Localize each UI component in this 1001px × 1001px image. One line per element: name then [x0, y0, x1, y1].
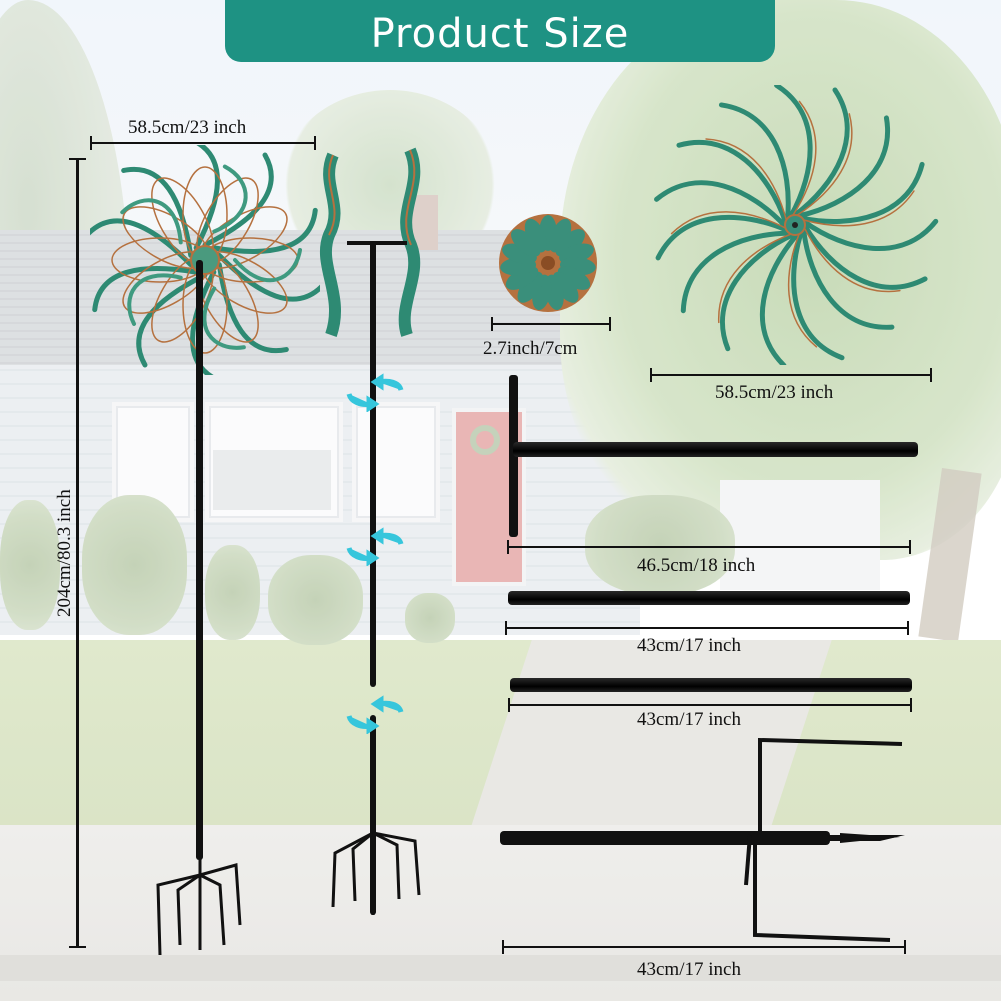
bush: [82, 495, 187, 635]
rotate-arrows-icon: [346, 527, 404, 566]
hub-icon: [499, 214, 597, 312]
t-pole-segment: [370, 241, 376, 471]
height-dimension-line: [69, 158, 86, 948]
t-pole-dimension-line: [507, 540, 911, 554]
hub-dimension-line: [491, 317, 611, 331]
page-title: Product Size: [370, 11, 630, 57]
spinner-diameter-label: 58.5cm/23 inch: [715, 382, 834, 403]
ground-stake-icon: [331, 815, 421, 915]
stake-length-label: 43cm/17 inch: [637, 959, 741, 980]
bush: [585, 495, 735, 595]
spinner-side-icon: [319, 147, 421, 337]
bush: [0, 500, 60, 630]
bush: [205, 545, 260, 640]
extension-pole-2: [510, 678, 912, 692]
width-dimension-line: [90, 136, 316, 150]
bush: [268, 555, 363, 645]
t-pole-part: [505, 375, 925, 537]
extension-pole-1: [508, 591, 910, 605]
spinner-pole: [196, 260, 203, 860]
house-window: [205, 402, 343, 522]
assembled-spinner: [90, 145, 320, 965]
pole1-dimension-line: [505, 621, 909, 635]
title-banner: Product Size: [225, 0, 775, 62]
hub-diameter-label: 2.7inch/7cm: [483, 338, 578, 359]
door-wreath: [470, 425, 500, 455]
assembled-width-label: 58.5cm/23 inch: [128, 117, 247, 138]
t-pole-horizontal: [513, 442, 918, 457]
rotate-arrows-icon: [346, 373, 404, 412]
curb: [0, 955, 1001, 981]
ground-stake-icon: [156, 845, 242, 955]
stake-pole-icon: [500, 737, 905, 942]
stake-dimension-line: [502, 940, 906, 954]
rotate-arrows-icon: [346, 695, 404, 734]
assembled-height-label: 204cm/80.3 inch: [54, 489, 75, 617]
tree-right: [560, 0, 1001, 560]
pole2-dimension-line: [508, 698, 912, 712]
house-window: [352, 402, 440, 522]
wind-spinner-icon: [90, 145, 320, 375]
spinner-wheel-icon: [654, 85, 939, 365]
t-pole-length-label: 46.5cm/18 inch: [637, 555, 756, 576]
garage-door: [720, 480, 880, 590]
bush: [405, 593, 455, 643]
spinner-dimension-line: [650, 368, 932, 382]
pole2-length-label: 43cm/17 inch: [637, 709, 741, 730]
chimney: [412, 195, 438, 250]
pole1-length-label: 43cm/17 inch: [637, 635, 741, 656]
